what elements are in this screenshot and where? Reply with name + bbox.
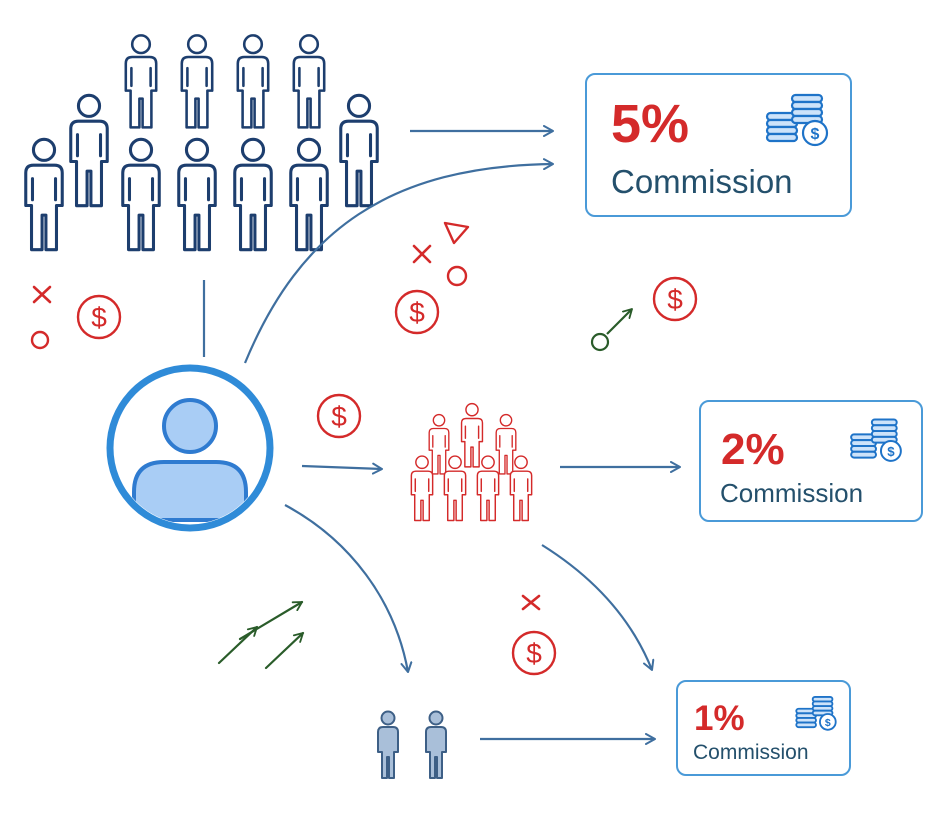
arrow-mid-group-to-1 bbox=[541, 544, 655, 671]
coin-stack-icon: $ bbox=[765, 93, 829, 147]
commission-box-1: 1% Commission $ bbox=[676, 680, 851, 776]
growth-arrows-icon bbox=[217, 600, 305, 670]
arrow-user-to-mid-group bbox=[301, 462, 383, 475]
dollar-coin-icon: $ bbox=[76, 294, 122, 340]
commission-label: Commission bbox=[611, 163, 793, 200]
commission-box-5: 5% Commission $ bbox=[585, 73, 852, 217]
commission-percent: 1% bbox=[694, 699, 745, 738]
commission-percent: 2% bbox=[721, 425, 785, 474]
dollar-coin-icon: $ bbox=[652, 276, 698, 322]
coin-stack-icon: $ bbox=[850, 418, 902, 462]
user-avatar-icon bbox=[106, 364, 274, 532]
large-referral-group-icon bbox=[24, 33, 379, 252]
arrow-user-to-small-group bbox=[284, 504, 413, 673]
svg-text:$: $ bbox=[91, 302, 107, 333]
commission-label: Commission bbox=[720, 478, 864, 508]
circle-mark-icon bbox=[30, 265, 468, 350]
svg-text:$: $ bbox=[409, 297, 425, 328]
dollar-coin-icon: $ bbox=[316, 393, 362, 439]
coin-stack-icon: $ bbox=[795, 695, 837, 731]
cross-mark-icon bbox=[32, 244, 541, 611]
mid-referral-group-icon bbox=[410, 402, 533, 522]
dollar-coin-icon: $ bbox=[394, 289, 440, 335]
svg-text:$: $ bbox=[667, 284, 683, 315]
triangle-mark-icon bbox=[443, 221, 470, 245]
small-referral-group-icon bbox=[377, 710, 447, 779]
arrow-user-to-5 bbox=[243, 158, 554, 364]
dollar-coin-icon: $ bbox=[511, 630, 557, 676]
svg-text:$: $ bbox=[811, 126, 820, 143]
svg-text:$: $ bbox=[526, 638, 542, 669]
commission-percent: 5% bbox=[611, 94, 690, 154]
svg-text:$: $ bbox=[825, 717, 831, 729]
svg-text:$: $ bbox=[331, 401, 347, 432]
growth-marker-icon bbox=[590, 308, 633, 352]
commission-box-2: 2% Commission $ bbox=[699, 400, 923, 522]
svg-text:$: $ bbox=[887, 444, 895, 459]
commission-label: Commission bbox=[693, 741, 809, 764]
